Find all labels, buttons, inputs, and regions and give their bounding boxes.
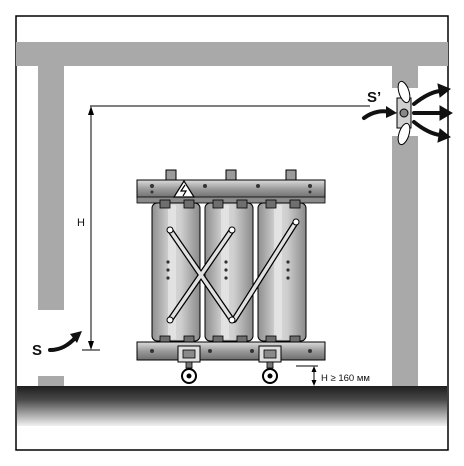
top-yoke (136, 179, 326, 199)
wheel-left (177, 345, 201, 384)
left-wall-lower (38, 376, 64, 386)
air-outlet-arrows-icon (412, 83, 453, 143)
height-label: H (77, 217, 85, 229)
air-inlet-arrow-icon (48, 331, 82, 352)
floor (17, 386, 447, 426)
outlet-label: S’ (367, 89, 381, 106)
left-wall-upper (38, 66, 64, 310)
axial-fan-icon (396, 80, 412, 146)
transformer (136, 169, 326, 384)
ceiling (16, 42, 448, 66)
room-walls (16, 42, 448, 386)
height-dimension (82, 105, 370, 351)
right-wall (392, 136, 418, 386)
clearance-dimension (296, 365, 318, 386)
inlet-label: S (32, 342, 42, 359)
wheel-right (258, 345, 282, 384)
high-voltage-warning-icon (172, 179, 196, 198)
air-intake-to-fan-arrow-icon (362, 106, 397, 120)
clearance-label: H ≥ 160 мм (321, 373, 370, 384)
bottom-yoke (136, 341, 326, 361)
right-wall-top (392, 66, 418, 88)
